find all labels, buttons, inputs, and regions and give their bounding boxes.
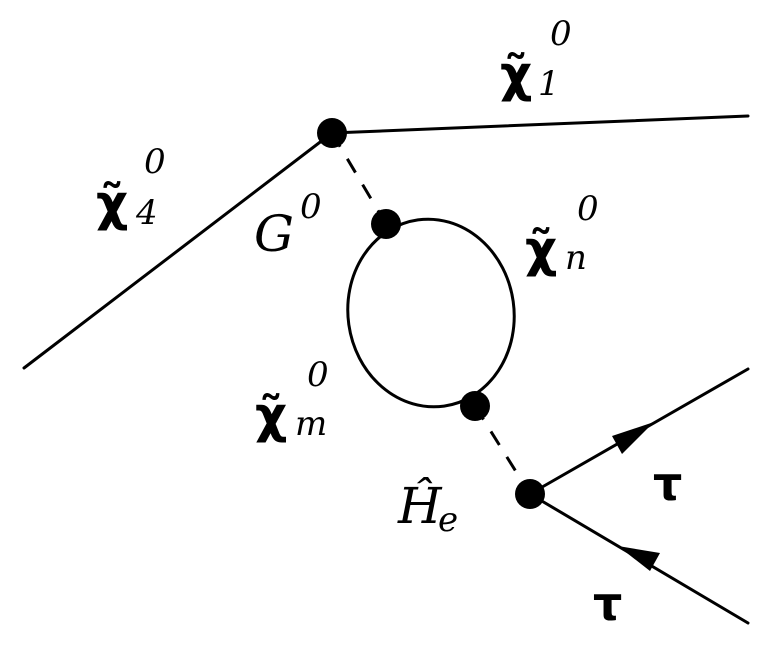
chi1-line — [330, 114, 750, 135]
he-base: Ĥ — [397, 476, 443, 535]
label-g0: G 0 — [254, 187, 322, 263]
chi4-line — [22, 131, 334, 370]
g0-base: G — [254, 205, 294, 263]
chin-sub: n — [565, 238, 587, 278]
chi4-base: χ̃ — [96, 174, 128, 232]
g0-propagator — [330, 132, 388, 225]
chi1-base: χ̃ — [500, 45, 532, 103]
chi1-sup: 0 — [550, 14, 572, 54]
label-chi1: χ̃ 0 1 — [500, 14, 572, 104]
g0-sup: 0 — [300, 187, 322, 227]
chim-sub: m — [295, 404, 327, 444]
he-sub: e — [438, 500, 458, 540]
label-chim: χ̃ 0 m — [255, 355, 329, 444]
vertex-loop-bottom — [460, 391, 490, 421]
tau-upper-arrow — [612, 422, 654, 454]
chin-sup: 0 — [577, 189, 599, 229]
label-chin: χ̃ 0 n — [525, 189, 599, 278]
tau-lower-arrow — [618, 546, 660, 571]
chi4-sub: 4 — [135, 193, 158, 233]
he-propagator — [473, 405, 532, 495]
label-chi4: χ̃ 0 4 — [96, 142, 166, 233]
chi1-sub: 1 — [538, 64, 560, 104]
vertex-tau — [515, 479, 545, 509]
chim-base: χ̃ — [255, 386, 287, 444]
vertex-loop-top — [371, 209, 401, 239]
chim-sup: 0 — [307, 355, 329, 395]
chi4-sup: 0 — [144, 142, 166, 182]
tau-upper-label: τ — [653, 457, 682, 511]
vertex-top — [317, 118, 347, 148]
neutralino-loop — [346, 217, 516, 409]
label-he: Ĥ e — [397, 476, 458, 540]
chin-base: χ̃ — [525, 220, 557, 278]
tau-lower-label: τ — [593, 577, 622, 631]
